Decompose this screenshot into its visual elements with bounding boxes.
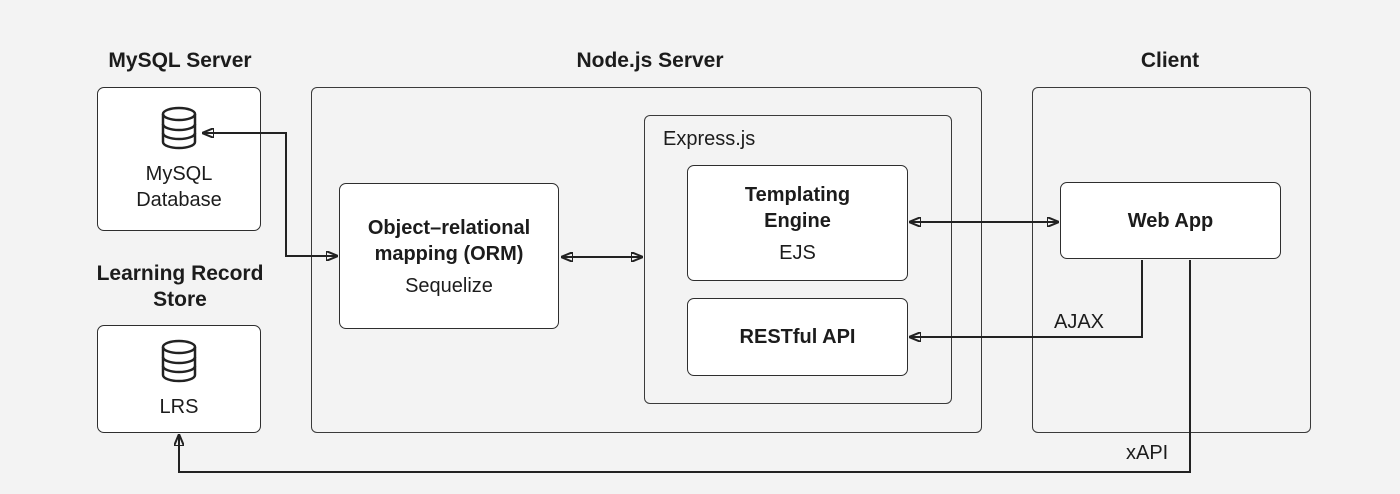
templating-engine-subtitle: EJS — [779, 241, 816, 264]
templating-engine-title: Templating Engine — [744, 183, 851, 232]
xapi-label: xAPI — [1124, 442, 1171, 465]
templating-engine-node: Templating Engine EJS — [687, 165, 908, 281]
client-container — [1032, 87, 1311, 433]
nodejs-server-title: Node.js Server — [576, 49, 724, 72]
web-app-title: Web App — [1127, 209, 1214, 232]
orm-title: Object–relational mapping (ORM) — [367, 216, 531, 265]
mysql-database-node: MySQL Database — [97, 87, 261, 231]
mysql-server-title: MySQL Server — [108, 49, 252, 72]
lrs-title: Learning Record Store — [96, 262, 264, 312]
database-icon — [159, 106, 199, 155]
restful-api-title: RESTful API — [739, 326, 856, 348]
database-icon — [159, 339, 199, 388]
mysql-db-line2: Database — [136, 188, 222, 211]
expressjs-label: Express.js — [663, 128, 756, 150]
lrs-node: LRS — [97, 325, 261, 433]
mysql-db-line1: MySQL — [145, 162, 213, 185]
lrs-label: LRS — [159, 395, 199, 418]
orm-subtitle: Sequelize — [405, 274, 493, 297]
restful-api-node: RESTful API — [687, 298, 908, 376]
orm-node: Object–relational mapping (ORM) Sequeliz… — [339, 183, 559, 329]
ajax-label: AJAX — [1052, 311, 1107, 334]
client-title: Client — [1140, 49, 1200, 72]
web-app-node: Web App — [1060, 182, 1281, 259]
